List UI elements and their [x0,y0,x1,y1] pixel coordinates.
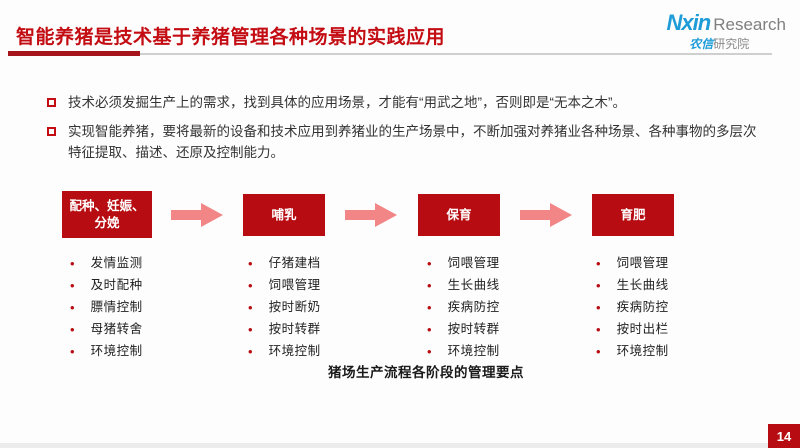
list-item-text: 生长曲线 [447,278,500,292]
flow-stage-breeding: 配种、妊娠、分娩 [62,191,152,238]
list-item-text: 疾病防控 [616,300,669,314]
list-item-text: 生长曲线 [616,278,669,292]
bullet-item: 实现智能养猪，要将最新的设备和技术应用到养猪业的生产场景中，不断加强对养猪业各种… [45,121,767,164]
list-item: • 环境控制 [248,343,321,365]
list-item: • 疾病防控 [596,299,669,321]
bullet-dot-icon: • [427,322,432,337]
bullet-dot-icon: • [248,278,253,293]
flow-stage-lactation: 哺乳 [243,194,325,236]
list-item: • 生长曲线 [427,277,500,299]
list-item: • 母猪转舍 [70,321,143,343]
logo-brand-en-suffix: Research [713,15,786,34]
flow-stage-fattening: 育肥 [592,194,674,236]
list-item-text: 按时转群 [447,322,500,336]
list-item-text: 饲喂管理 [616,256,669,270]
bullet-dot-icon: • [248,344,253,359]
bullet-dot-icon: • [596,322,601,337]
footer-strip [0,443,800,448]
title-underline [8,53,772,55]
bullet-dot-icon: • [70,278,75,293]
bullet-dot-icon: • [248,300,253,315]
stage-item-list-fattening: • 饲喂管理 • 生长曲线 • 疾病防控 • 按时出栏 • 环境控制 [596,255,669,365]
bullet-dot-icon: • [70,300,75,315]
list-item-text: 环境控制 [447,344,500,358]
list-item-text: 按时断奶 [268,300,321,314]
bullet-dot-icon: • [248,256,253,271]
list-item-text: 按时转群 [268,322,321,336]
bullet-dot-icon: • [70,344,75,359]
list-item-text: 膘情控制 [90,300,143,314]
logo-brand-cn: 农信 [689,37,714,51]
flow-arrow-icon [345,202,397,228]
list-item-text: 饲喂管理 [268,278,321,292]
list-item: • 及时配种 [70,277,143,299]
list-item-text: 环境控制 [268,344,321,358]
bullet-dot-icon: • [596,344,601,359]
list-item: • 疾病防控 [427,299,500,321]
list-item: • 环境控制 [596,343,669,365]
list-item: • 膘情控制 [70,299,143,321]
stage-item-list-lactation: • 仔猪建档 • 饲喂管理 • 按时断奶 • 按时转群 • 环境控制 [248,255,321,365]
list-item-text: 及时配种 [90,278,143,292]
logo-brand-cn-suffix: 研究院 [713,37,750,51]
logo-chinese-line: 农信研究院 [667,36,772,52]
list-item-text: 饲喂管理 [447,256,500,270]
list-item: • 按时转群 [248,321,321,343]
bullet-dot-icon: • [427,300,432,315]
bullet-item: 技术必须发掘生产上的需求，找到具体的应用场景，才能有“用武之地”，否则即是“无本… [45,92,767,114]
list-item: • 生长曲线 [596,277,669,299]
bullet-text: 实现智能养猪，要将最新的设备和技术应用到养猪业的生产场景中，不断加强对养猪业各种… [68,123,757,161]
list-item-text: 环境控制 [90,344,143,358]
list-item: • 仔猪建档 [248,255,321,277]
list-item: • 环境控制 [427,343,500,365]
list-item-text: 发情监测 [90,256,143,270]
list-item: • 环境控制 [70,343,143,365]
list-item: • 按时出栏 [596,321,669,343]
diagram-caption: 猪场生产流程各阶段的管理要点 [328,365,524,380]
bullet-dot-icon: • [70,256,75,271]
list-item: • 饲喂管理 [427,255,500,277]
list-item: • 按时断奶 [248,299,321,321]
bullet-dot-icon: • [70,322,75,337]
stage-item-list-breeding: • 发情监测 • 及时配种 • 膘情控制 • 母猪转舍 • 环境控制 [70,255,143,365]
bullet-dot-icon: • [596,300,601,315]
page-number-badge: 14 [768,424,800,448]
flow-stage-nursery: 保育 [418,194,500,236]
bullet-dot-icon: • [427,278,432,293]
bullet-text: 技术必须发掘生产上的需求，找到具体的应用场景，才能有“用武之地”，否则即是“无本… [68,95,626,110]
flow-arrow-icon [171,202,223,228]
list-item-text: 按时出栏 [616,322,669,336]
bullet-dot-icon: • [248,322,253,337]
bullet-dot-icon: • [596,278,601,293]
list-item-text: 疾病防控 [447,300,500,314]
list-item: • 饲喂管理 [248,277,321,299]
flow-arrow-icon [520,202,572,228]
stage-item-list-nursery: • 饲喂管理 • 生长曲线 • 疾病防控 • 按时转群 • 环境控制 [427,255,500,365]
list-item: • 按时转群 [427,321,500,343]
bullet-paragraphs: 技术必须发掘生产上的需求，找到具体的应用场景，才能有“用武之地”，否则即是“无本… [45,92,767,171]
bullet-dot-icon: • [596,256,601,271]
square-bullet-icon [47,98,56,107]
bullet-dot-icon: • [427,256,432,271]
list-item: • 发情监测 [70,255,143,277]
bullet-dot-icon: • [427,344,432,359]
square-bullet-icon [47,126,56,136]
slide-title: 智能养猪是技术基于养猪管理各种场景的实践应用 [16,27,446,48]
logo-brand-en: Nxin [666,10,712,35]
list-item: • 饲喂管理 [596,255,669,277]
list-item-text: 环境控制 [616,344,669,358]
list-item-text: 仔猪建档 [268,256,321,270]
title-underline-accent [8,51,140,56]
list-item-text: 母猪转舍 [90,322,143,336]
